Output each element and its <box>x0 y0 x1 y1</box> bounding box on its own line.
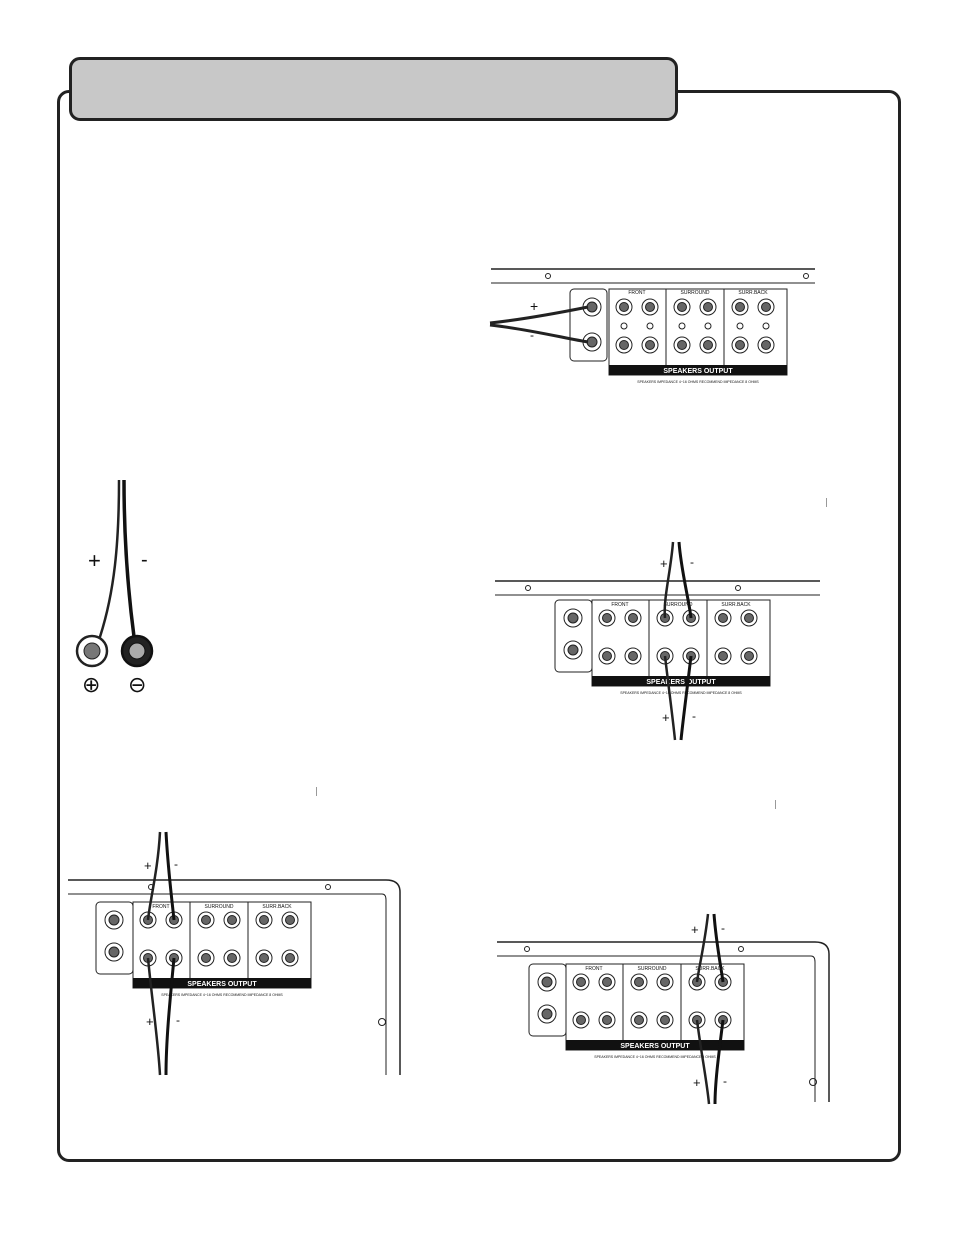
speaker-wire-icon <box>663 541 675 619</box>
stray-mark <box>826 498 827 507</box>
label-minus: - <box>174 857 178 871</box>
figure-subwoofer-connection: FRONT SURROUND SURR.BACK SPEAKERS OUTPUT… <box>489 268 815 384</box>
label-speakers-output: SPEAKERS OUTPUT <box>646 679 716 686</box>
label-front: FRONT <box>152 904 169 910</box>
label-front: FRONT <box>585 966 602 972</box>
label-speakers-output: SPEAKERS OUTPUT <box>663 368 733 375</box>
label-plus-circled: ⊕ <box>82 672 100 697</box>
label-surr-back: SURR.BACK <box>721 602 751 608</box>
label-plus: + <box>691 922 699 937</box>
label-plus: + <box>144 858 152 873</box>
label-plus: + <box>660 556 668 571</box>
label-plus: + <box>693 1075 701 1090</box>
label-impedance-note: SPEAKERS IMPEDANCE 4~16 OHMS RECOMMEND I… <box>637 380 759 384</box>
speakers-output-panel <box>608 288 788 376</box>
label-minus: - <box>723 1074 727 1088</box>
binding-post-icon <box>104 910 299 967</box>
label-minus: - <box>176 1013 180 1027</box>
label-front: FRONT <box>628 290 645 296</box>
figure-surr-back-connection: FRONT SURROUND SURR.BACK SPEAKERS OUTPUT… <box>497 913 830 1105</box>
label-speakers-output: SPEAKERS OUTPUT <box>620 1043 690 1050</box>
label-surround: SURROUND <box>681 290 710 296</box>
figure-polarity-terminals: + - ⊕ ⊖ <box>75 479 154 697</box>
stray-mark <box>316 787 317 796</box>
label-front: FRONT <box>611 602 628 608</box>
binding-post-icon <box>563 608 758 665</box>
figure-surround-connection: FRONT SURROUND SURR.BACK SPEAKERS OUTPUT… <box>495 541 820 741</box>
label-impedance-note: SPEAKERS IMPEDANCE 4~16 OHMS RECOMMEND I… <box>161 993 283 997</box>
label-minus: - <box>690 555 694 569</box>
figure-front-connection: FRONT SURROUND SURR.BACK SPEAKERS OUTPUT… <box>68 831 401 1076</box>
label-speakers-output: SPEAKERS OUTPUT <box>187 981 257 988</box>
label-impedance-note: SPEAKERS IMPEDANCE 4~16 OHMS RECOMMEND I… <box>620 691 742 695</box>
label-impedance-note: SPEAKERS IMPEDANCE 4~16 OHMS RECOMMEND I… <box>594 1055 716 1059</box>
label-surround: SURROUND <box>205 904 234 910</box>
label-plus: + <box>146 1014 154 1029</box>
speaker-wire-icon <box>489 305 589 325</box>
label-minus: - <box>692 709 696 723</box>
label-surr-back: SURR.BACK <box>262 904 292 910</box>
label-surr-back: SURR.BACK <box>738 290 768 296</box>
section-header-tab <box>69 57 678 121</box>
label-minus: - <box>721 921 725 935</box>
label-plus: + <box>662 710 670 725</box>
binding-post-icon <box>75 634 154 668</box>
speaker-wire-icon <box>146 831 162 921</box>
label-minus: - <box>530 328 534 342</box>
label-minus-circled: ⊖ <box>128 672 146 697</box>
label-surr-back: SURR.BACK <box>695 966 725 972</box>
label-plus: + <box>530 298 538 314</box>
label-surround: SURROUND <box>638 966 667 972</box>
binding-post-icon <box>582 297 775 354</box>
label-surround: SURROUND <box>664 602 693 608</box>
label-plus: + <box>88 548 101 573</box>
speaker-wire-icon <box>695 913 710 983</box>
label-minus: - <box>141 549 148 571</box>
speaker-wire-icon <box>93 479 121 652</box>
stray-mark <box>775 800 776 809</box>
